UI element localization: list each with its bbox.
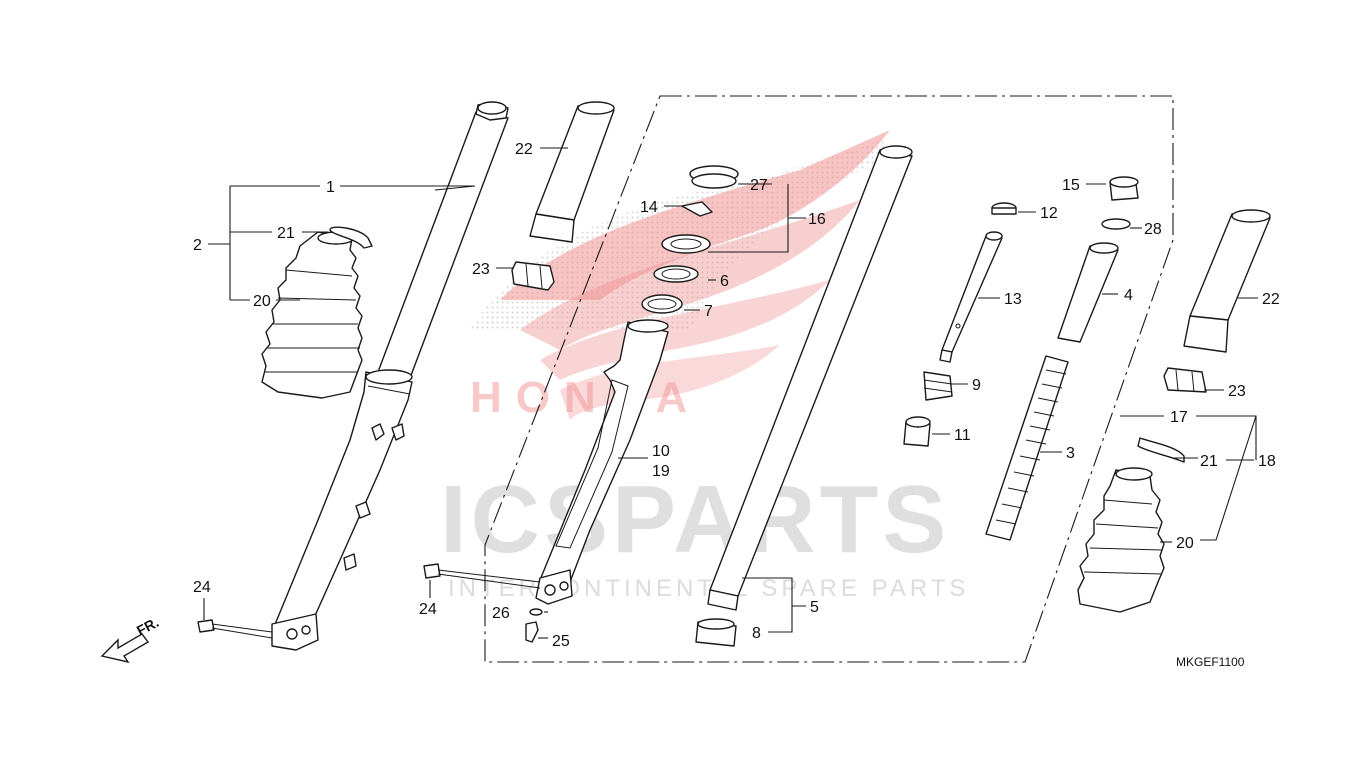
front-direction-arrow: FR. (100, 614, 161, 664)
callout-15: 15 (1062, 177, 1080, 194)
callout-21-right: 21 (1200, 453, 1218, 470)
leader-lines (203, 147, 1258, 639)
callout-26: 26 (492, 605, 510, 622)
callout-19: 19 (652, 463, 670, 480)
callout-25: 25 (552, 633, 570, 650)
callout-labels: 1 2 21 20 24 22 23 27 14 16 6 7 10 19 24… (193, 141, 1280, 650)
callout-23-right: 23 (1228, 383, 1246, 400)
watermark-brand: ICSPARTS (440, 466, 950, 573)
middle-assembly (423, 101, 913, 647)
callout-11: 11 (954, 427, 971, 444)
callout-18: 18 (1258, 453, 1276, 470)
watermark-tagline: INTERCONTINENTAL SPARE PARTS (448, 575, 969, 602)
callout-4: 4 (1124, 287, 1133, 304)
callout-5: 5 (810, 599, 819, 616)
callout-23-left: 23 (472, 261, 490, 278)
callout-27: 27 (750, 177, 768, 194)
callout-16: 16 (808, 211, 826, 228)
right-fork-components (1077, 209, 1271, 613)
internal-parts (903, 176, 1139, 541)
callout-21-left: 21 (277, 225, 295, 242)
callout-7: 7 (704, 303, 713, 320)
callout-22-left: 22 (515, 141, 533, 158)
callout-6: 6 (720, 273, 729, 290)
callout-9: 9 (972, 377, 981, 394)
callout-10: 10 (652, 443, 670, 460)
callout-2: 2 (193, 237, 202, 254)
assembly-box (484, 95, 1174, 663)
callout-14: 14 (640, 199, 658, 216)
callout-3: 3 (1066, 445, 1075, 462)
callout-17: 17 (1170, 409, 1188, 426)
callout-20-right: 20 (1176, 535, 1194, 552)
diagram-code: MKGEF1100 (1176, 655, 1245, 669)
front-direction-label: FR. (134, 614, 161, 639)
callout-24-left: 24 (193, 579, 211, 596)
callout-13: 13 (1004, 291, 1022, 308)
left-fork-assembly (197, 101, 509, 651)
callout-20-left: 20 (253, 293, 271, 310)
callout-22-right: 22 (1262, 291, 1280, 308)
honda-logo-text: HONDA (470, 373, 701, 422)
callout-8: 8 (752, 625, 761, 642)
callout-1: 1 (326, 179, 335, 196)
callout-24-middle: 24 (419, 601, 437, 618)
callout-12: 12 (1040, 205, 1058, 222)
callout-28: 28 (1144, 221, 1162, 238)
